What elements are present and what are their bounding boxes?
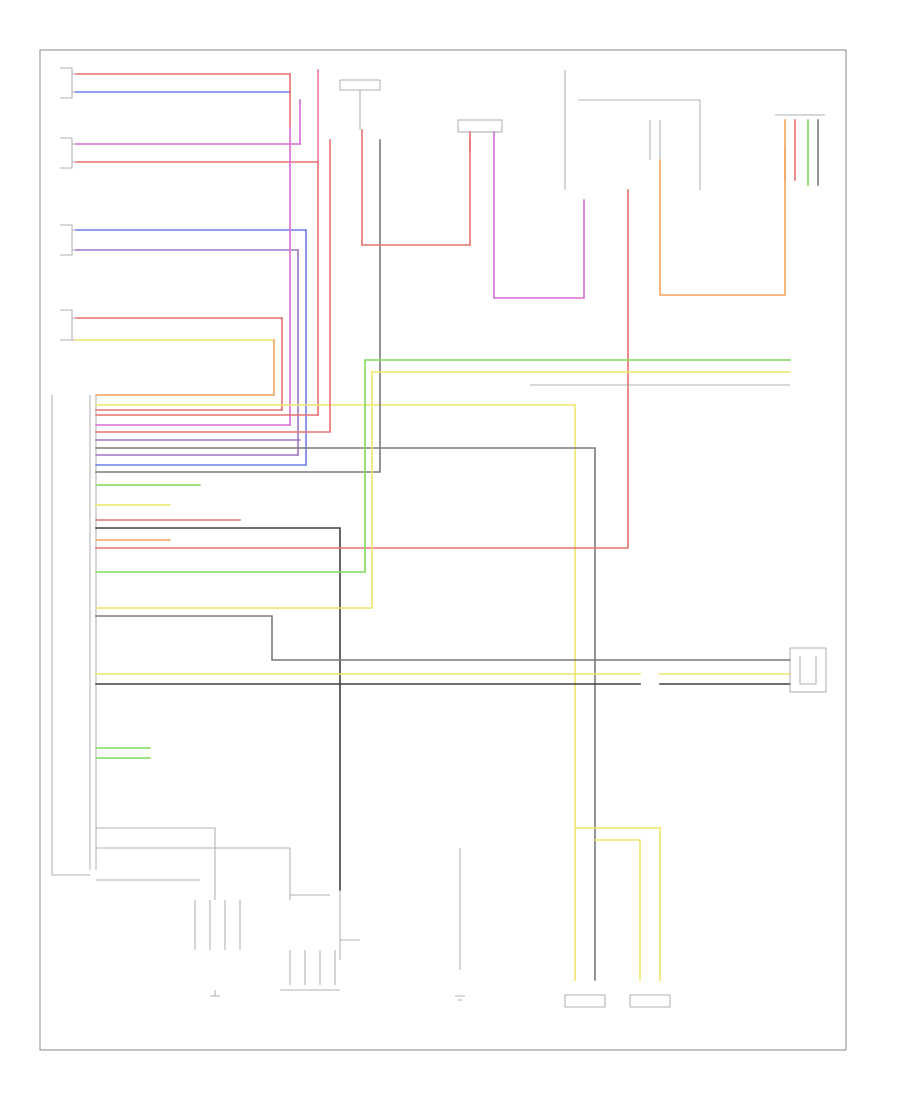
right-front-door-speaker (564, 994, 606, 1008)
data-link-connector (789, 647, 827, 693)
ground-point (339, 848, 465, 1001)
fuse-block (339, 79, 471, 246)
right-rear-speaker (60, 309, 283, 341)
lower-left-relay (457, 119, 585, 299)
right-front-tweeter (629, 994, 671, 1008)
steering-switch-group (280, 894, 340, 991)
diagram-frame (39, 49, 847, 1051)
left-rear-speaker (60, 224, 307, 256)
left-front-tweeter (60, 67, 291, 99)
antenna-module (564, 70, 786, 296)
right-connector (775, 114, 825, 186)
left-front-door-speaker (60, 137, 319, 169)
module-connector (89, 395, 97, 870)
radio-switch-group (96, 827, 291, 997)
